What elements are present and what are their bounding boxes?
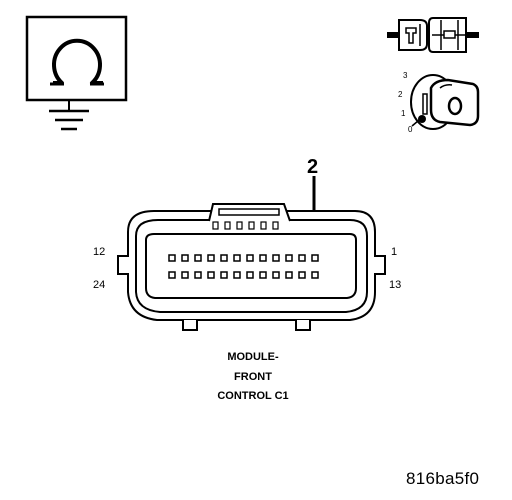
terminal-cavity-14: [298, 271, 306, 279]
pin-label-12: 12: [93, 246, 106, 258]
pin-label-1: 1: [391, 246, 398, 258]
terminal-cavity-24: [168, 271, 176, 279]
latch-rib: [236, 221, 243, 230]
terminal-cavity-7: [233, 254, 241, 262]
connector-c1: [117, 203, 386, 331]
pin-label-13: 13: [389, 279, 402, 291]
terminal-cavity-4: [272, 254, 280, 262]
latch-rib: [224, 221, 231, 230]
connector-name-line3: CONTROL C1: [217, 390, 289, 402]
terminal-cavity-19: [233, 271, 241, 279]
pin-label-24: 24: [93, 279, 106, 291]
latch-rib: [212, 221, 219, 230]
terminal-cavity-15: [285, 271, 293, 279]
terminal-cavity-6: [246, 254, 254, 262]
pin-callout-number: 2: [307, 156, 319, 178]
terminal-cavity-20: [220, 271, 228, 279]
key-position-1: 1: [401, 109, 406, 118]
figure-code: 816ba5f0: [406, 469, 480, 488]
ignition-key-icon: [410, 74, 480, 130]
key-position-3: 3: [403, 71, 408, 80]
terminal-cavity-2: [298, 254, 306, 262]
ground-icon: [49, 100, 89, 131]
latch-rib: [248, 221, 255, 230]
terminal-cavity-10: [194, 254, 202, 262]
ohmmeter-icon: [25, 15, 128, 102]
connector-name-line1: MODULE-: [227, 351, 279, 363]
terminal-cavity-21: [207, 271, 215, 279]
terminal-cavity-1: [311, 254, 319, 262]
terminal-cavity-17: [259, 271, 267, 279]
terminal-cavity-9: [207, 254, 215, 262]
terminal-cavity-3: [285, 254, 293, 262]
key-position-2: 2: [398, 90, 403, 99]
connector-name-line2: FRONT: [234, 371, 272, 383]
terminal-cavity-5: [259, 254, 267, 262]
latch-rib: [272, 221, 279, 230]
terminal-cavity-11: [181, 254, 189, 262]
terminal-cavity-8: [220, 254, 228, 262]
terminal-cavity-18: [246, 271, 254, 279]
terminal-cavity-13: [311, 271, 319, 279]
terminal-cavity-12: [168, 254, 176, 262]
latch-rib: [260, 221, 267, 230]
connector-plug-icon: [387, 17, 479, 53]
terminal-cavity-16: [272, 271, 280, 279]
terminal-cavity-23: [181, 271, 189, 279]
terminal-cavity-22: [194, 271, 202, 279]
key-position-0: 0: [408, 125, 413, 134]
